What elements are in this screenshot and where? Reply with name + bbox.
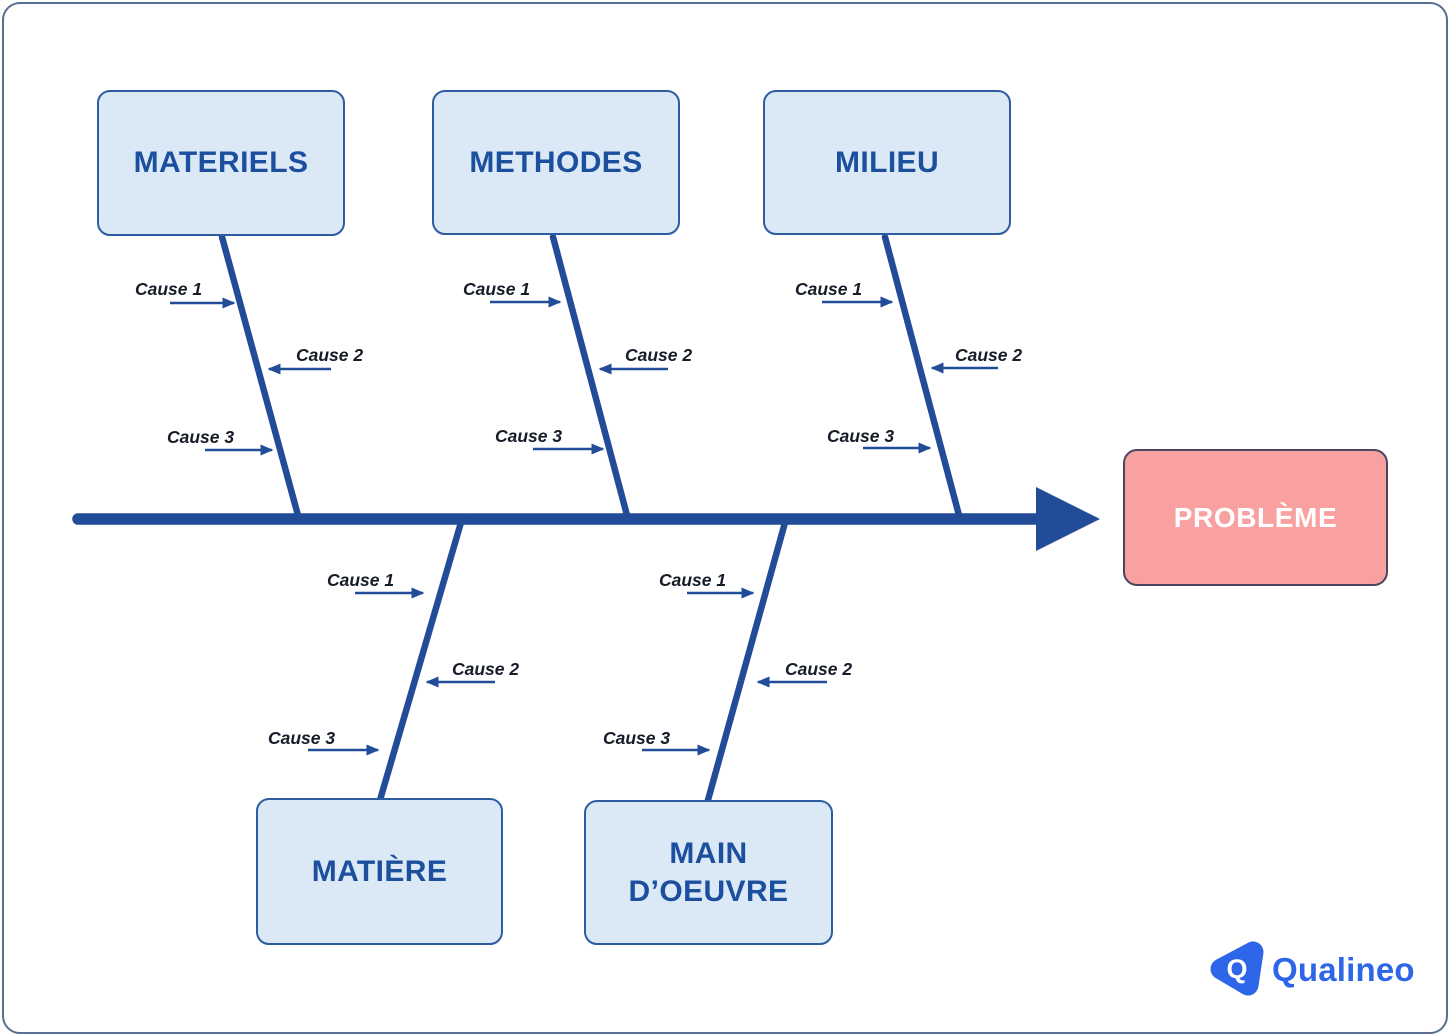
causes-methodes: Cause 1 Cause 2 Cause 3 xyxy=(463,279,692,455)
cause-label: Cause 2 xyxy=(296,345,363,365)
logo-monogram: Q xyxy=(1226,954,1247,984)
cause-label: Cause 1 xyxy=(463,279,530,299)
problem-box: PROBLÈME xyxy=(1123,449,1388,586)
cause-label: Cause 2 xyxy=(452,659,519,679)
causes-milieu: Cause 1 Cause 2 Cause 3 xyxy=(795,279,1022,454)
cause-label: Cause 2 xyxy=(625,345,692,365)
cause-label: Cause 2 xyxy=(785,659,852,679)
cause-label: Cause 3 xyxy=(167,427,234,447)
branch-line-materiels xyxy=(218,233,303,523)
causes-materiels: Cause 1 Cause 2 Cause 3 xyxy=(135,279,363,456)
category-box-methodes: METHODES xyxy=(432,90,680,235)
category-box-main-doeuvre: MAIN D’OEUVRE xyxy=(584,800,833,945)
category-label-line1: MAIN xyxy=(669,837,748,870)
cause-label: Cause 3 xyxy=(495,426,562,446)
category-label-line2: D’OEUVRE xyxy=(628,874,789,908)
cause-label: Cause 3 xyxy=(827,426,894,446)
causes-matiere: Cause 1 Cause 2 Cause 3 xyxy=(268,570,519,756)
cause-label: Cause 3 xyxy=(268,728,335,748)
spine-arrowhead-icon xyxy=(1036,487,1100,551)
category-box-milieu: MILIEU xyxy=(763,90,1011,235)
logo-mark-icon xyxy=(1210,941,1264,996)
branch-line-methodes xyxy=(549,233,632,523)
category-label: MATIÈRE xyxy=(311,854,448,888)
category-label: METHODES xyxy=(469,145,643,179)
cause-label: Cause 2 xyxy=(955,345,1022,365)
category-label: MILIEU xyxy=(834,145,940,179)
cause-label: Cause 1 xyxy=(327,570,394,590)
cause-label: Cause 3 xyxy=(603,728,670,748)
category-box-matiere: MATIÈRE xyxy=(256,798,503,945)
causes-main-doeuvre: Cause 1 Cause 2 Cause 3 xyxy=(603,570,852,756)
category-label: MATERIELS xyxy=(133,146,309,180)
branch-line-matiere xyxy=(376,515,466,804)
branch-line-milieu xyxy=(881,233,964,523)
cause-label: Cause 1 xyxy=(795,279,862,299)
cause-label: Cause 1 xyxy=(135,279,202,299)
brand-name: Qualineo xyxy=(1272,951,1415,988)
cause-label: Cause 1 xyxy=(659,570,726,590)
problem-label: PROBLÈME xyxy=(1173,501,1338,533)
category-box-materiels: MATERIELS xyxy=(97,90,345,236)
qualineo-logo: Q Qualineo xyxy=(1210,941,1415,996)
branch-line-main-doeuvre xyxy=(704,515,790,804)
